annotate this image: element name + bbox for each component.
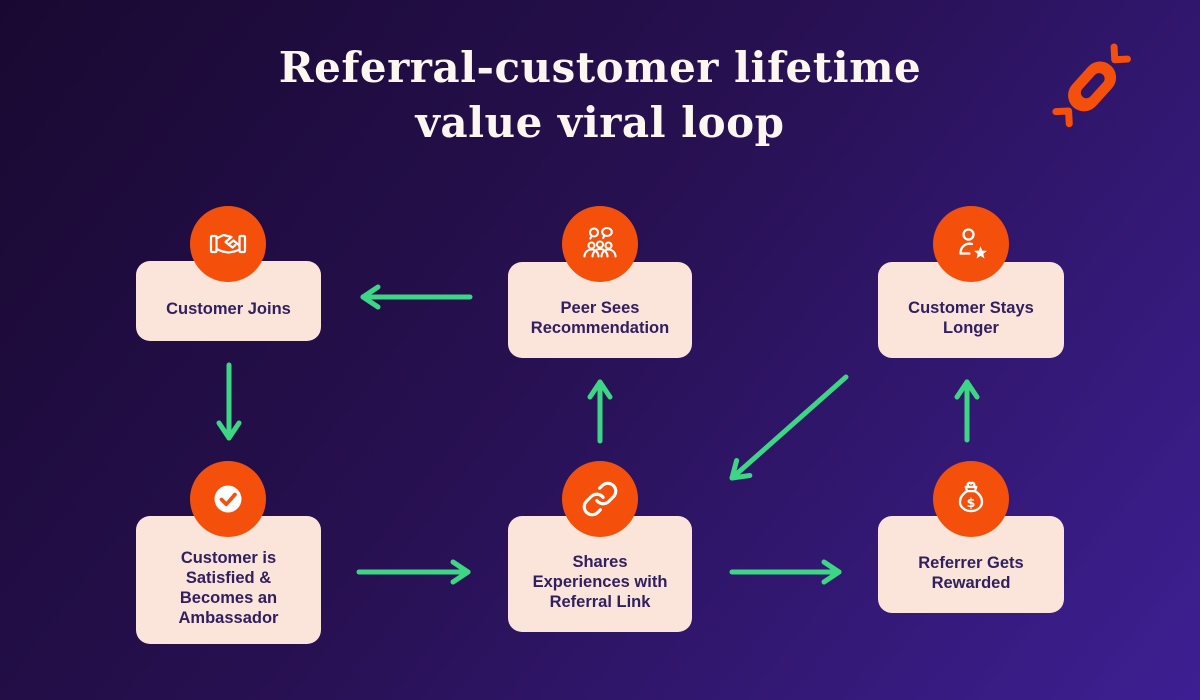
money-bag-icon: $: [933, 461, 1009, 537]
node-label: Referrer Gets Rewarded: [918, 553, 1024, 592]
people-chat-icon: [562, 206, 638, 282]
page-title-line2: value viral loop: [415, 98, 785, 147]
node-label: Peer Sees Recommendation: [530, 299, 670, 337]
node-customer-satisfied-ambassador: Customer is Satisfied & Becomes an Ambas…: [136, 516, 321, 644]
svg-text:$: $: [967, 495, 976, 510]
page-title: Referral-customer lifetime value viral l…: [0, 40, 1200, 150]
node-customer-stays-longer: Customer Stays Longer: [878, 262, 1064, 358]
node-shares-experiences: Shares Experiences with Referral Link: [508, 516, 692, 632]
node-label: Customer Stays Longer: [908, 299, 1034, 337]
person-star-icon: [933, 206, 1009, 282]
candy-icon: [1052, 43, 1131, 128]
node-label: Shares Experiences with Referral Link: [532, 553, 668, 611]
handshake-icon: [190, 206, 266, 282]
check-circle-icon: [190, 461, 266, 537]
node-label: Customer is Satisfied & Becomes an Ambas…: [178, 549, 279, 627]
link-icon: [562, 461, 638, 537]
page-title-line1: Referral-customer lifetime: [278, 43, 922, 92]
node-label: Customer Joins: [166, 300, 291, 318]
arrow-stays-to-shares: [729, 374, 849, 481]
